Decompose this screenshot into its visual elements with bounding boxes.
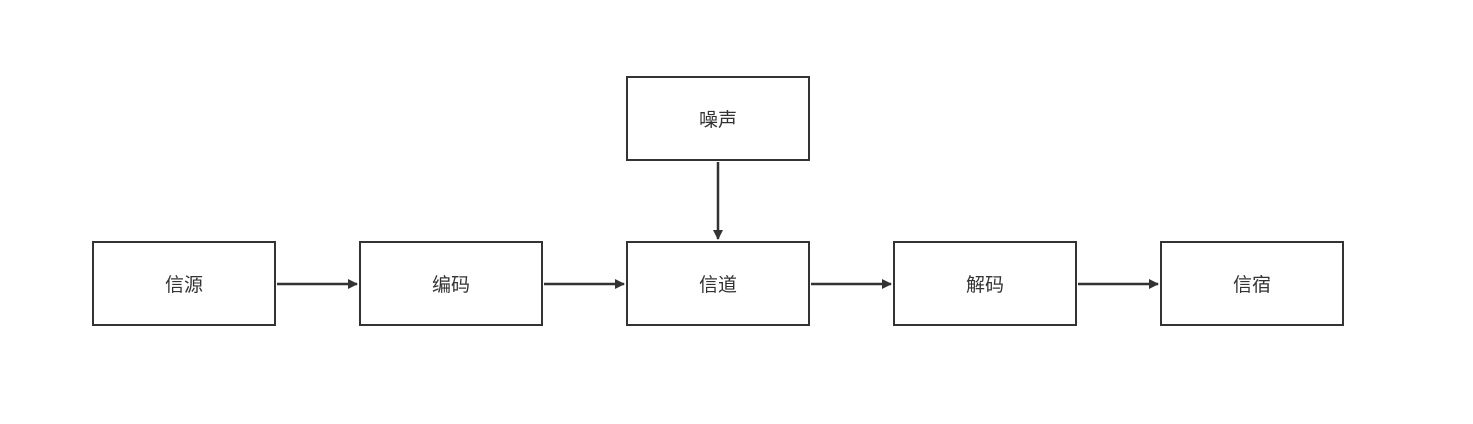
node-source[interactable]: 信源 (92, 241, 276, 326)
node-channel-label: 信道 (698, 274, 737, 296)
node-encode-label: 编码 (431, 274, 470, 296)
node-noise-label: 噪声 (698, 109, 737, 131)
node-sink[interactable]: 信宿 (1160, 241, 1344, 326)
node-sink-label: 信宿 (1232, 274, 1271, 296)
node-encode[interactable]: 编码 (359, 241, 543, 326)
node-source-label: 信源 (164, 274, 203, 296)
node-channel[interactable]: 信道 (626, 241, 810, 326)
node-decode[interactable]: 解码 (893, 241, 1077, 326)
node-noise[interactable]: 噪声 (626, 76, 810, 161)
node-decode-label: 解码 (965, 274, 1004, 296)
